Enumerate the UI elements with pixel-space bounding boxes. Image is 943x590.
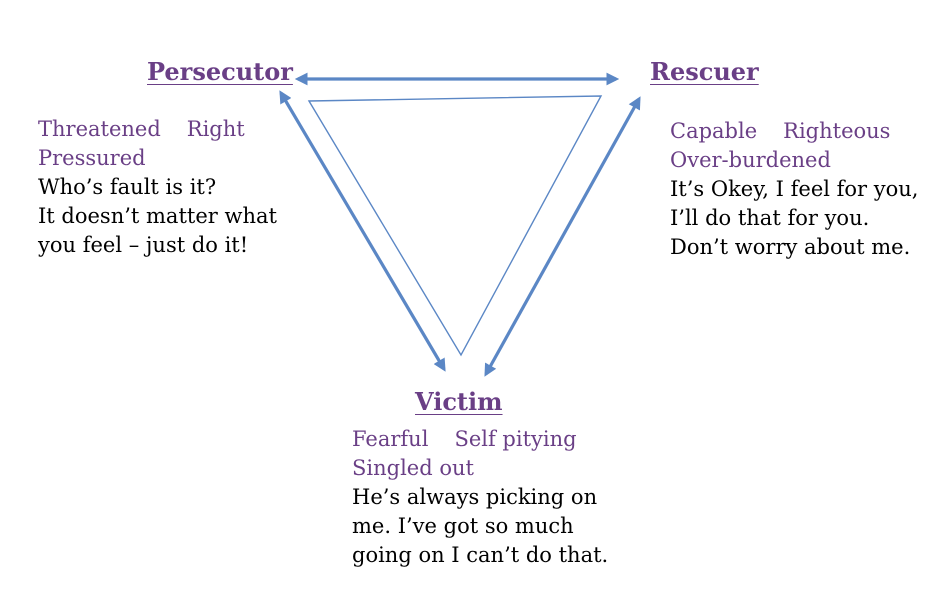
persecutor-title: Persecutor: [147, 57, 293, 86]
persecutor-trait: Pressured: [38, 146, 146, 170]
victim-title: Victim: [415, 387, 503, 416]
persecutor-victim-arrow: [279, 90, 446, 372]
persecutor-quote-line: It doesn’t matter what: [38, 204, 277, 228]
victim-traits: Fearful Self pitying Singled out: [352, 425, 608, 483]
rescuer-victim-arrow: [484, 96, 641, 377]
rescuer-quote: It’s Okey, I feel for you, I’ll do that …: [670, 175, 918, 262]
rescuer-traits: Capable Righteous Over-burdened: [670, 117, 918, 175]
victim-trait: Self pitying: [454, 427, 577, 451]
rescuer-block: Capable Righteous Over-burdened It’s Okey…: [670, 117, 918, 262]
victim-quote-line: going on I can’t do that.: [352, 543, 609, 567]
victim-quote-line: me. I’ve got so much: [352, 514, 574, 538]
rescuer-quote-line: I’ll do that for you.: [670, 206, 870, 230]
rescuer-trait: Over-burdened: [670, 148, 831, 172]
inner-triangle: [307, 95, 603, 357]
rescuer-quote-line: Don’t worry about me.: [670, 235, 911, 259]
persecutor-quote: Who’s fault is it? It doesn’t matter wha…: [38, 173, 277, 260]
rescuer-quote-line: It’s Okey, I feel for you,: [670, 177, 919, 201]
persecutor-trait: Threatened: [38, 117, 161, 141]
victim-quote-line: He’s always picking on: [352, 485, 598, 509]
persecutor-traits: Threatened Right Pressured: [38, 115, 277, 173]
rescuer-trait: Capable: [670, 119, 758, 143]
rescuer-trait: Righteous: [783, 119, 891, 143]
rescuer-title: Rescuer: [650, 57, 759, 86]
persecutor-quote-line: you feel – just do it!: [38, 233, 249, 257]
victim-block: Fearful Self pitying Singled out He’s alw…: [352, 425, 608, 570]
persecutor-quote-line: Who’s fault is it?: [38, 175, 217, 199]
persecutor-trait: Right: [186, 117, 245, 141]
victim-trait: Fearful: [352, 427, 429, 451]
victim-quote: He’s always picking on me. I’ve got so m…: [352, 483, 608, 570]
victim-trait: Singled out: [352, 456, 474, 480]
persecutor-block: Threatened Right Pressured Who’s fault is…: [38, 115, 277, 260]
